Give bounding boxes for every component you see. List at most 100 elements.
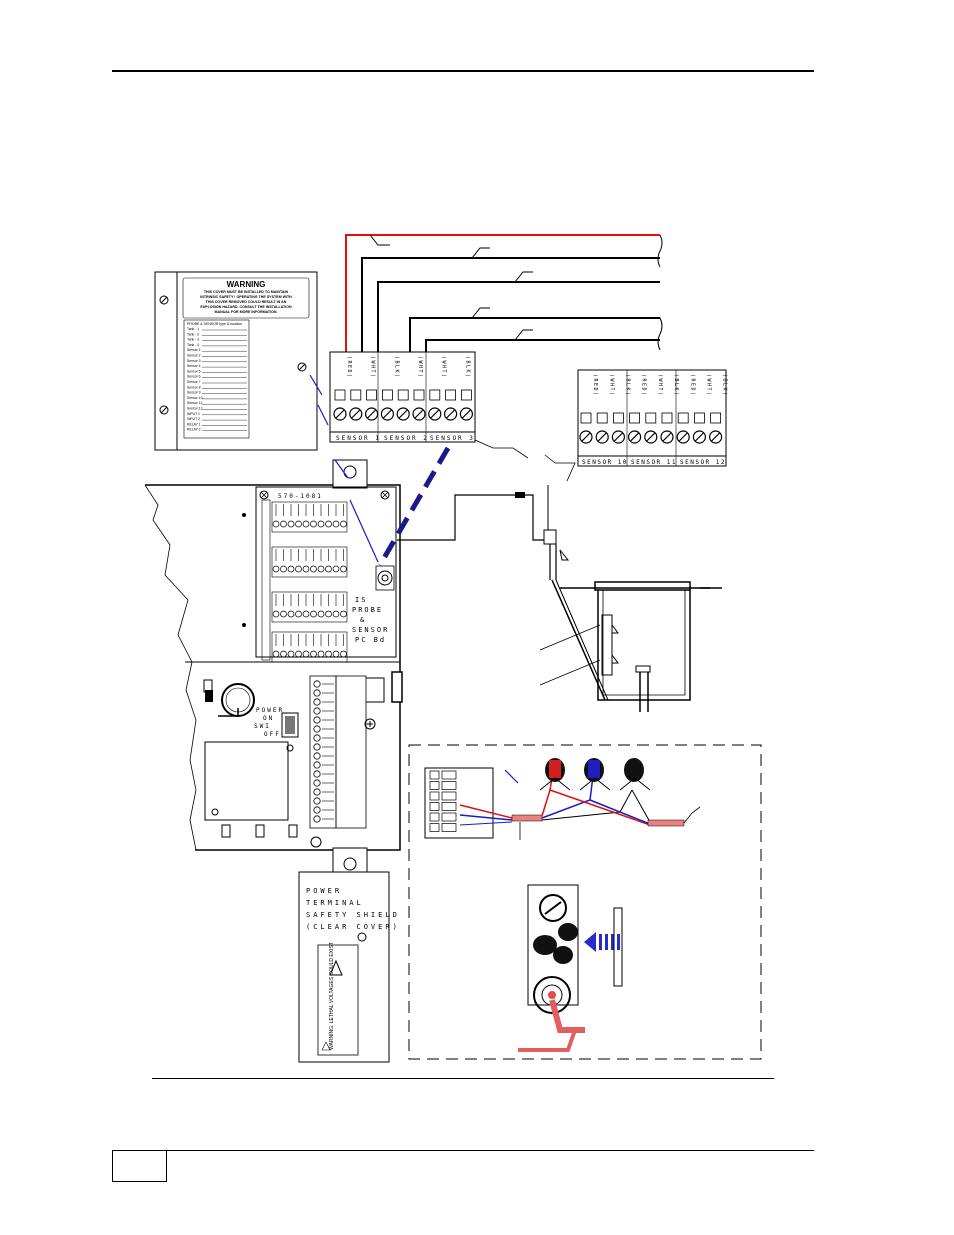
warning-line: INTRINSIC SAFETY ! OPERATING THE SYSTEM …	[200, 295, 292, 299]
terminal-screw-icon	[313, 734, 321, 742]
wire-color-label: (BLK)	[673, 374, 679, 397]
terminal-screw-icon	[313, 698, 321, 706]
probe-terminal-rows	[271, 501, 348, 663]
terminal-screw-slot	[351, 409, 361, 419]
terminal-clamp	[441, 812, 457, 822]
sensor-terminal-block-right: (RED)(WHT)(BLK)(RED)(WHT)(BLK)(RED)(WHT)…	[544, 369, 728, 482]
terminal-screw-icon	[325, 520, 332, 528]
table-row-label: Sensor 10	[187, 396, 203, 400]
terminal-clamp	[429, 812, 440, 822]
terminal-clamp	[429, 823, 440, 832]
terminal-screw-slot	[335, 409, 345, 419]
terminal-screw-icon	[340, 565, 347, 573]
terminal-row	[271, 591, 348, 623]
table-row-label: Tank - 3	[187, 338, 199, 342]
terminal-screw-icon	[396, 407, 410, 421]
figure-rule	[152, 1078, 774, 1079]
terminal-screw-slot	[597, 432, 607, 442]
terminal-row	[271, 546, 348, 578]
table-row-label: Tank - 1	[187, 327, 199, 331]
terminal-screw-icon	[313, 752, 321, 760]
terminal-screw-icon	[302, 565, 310, 573]
terminal-clamp	[645, 412, 657, 424]
terminal-clamp	[694, 412, 705, 424]
console-enclosure: 570-1081 IS PROBE & SENSOR PC Bd POWER O…	[144, 459, 525, 877]
terminal-screw-slot	[694, 432, 704, 442]
wire-color-label: (RED)	[641, 374, 647, 397]
terminal-screw-icon	[325, 610, 332, 618]
terminal-screw-icon	[287, 520, 295, 528]
table-row-label: Tank - 2	[187, 332, 199, 336]
terminal-screw-icon	[313, 788, 321, 796]
power-cover-warning: WARNING: LETHAL VOLTAGES COULD EXIST	[329, 942, 335, 1050]
terminal-screw-slot	[367, 409, 377, 419]
terminal-screw-icon	[272, 610, 280, 618]
terminal-screw-icon	[272, 520, 280, 528]
terminal-clamp	[677, 412, 689, 424]
power-cover-line: POWER	[306, 887, 342, 895]
terminal-clamp	[334, 389, 346, 401]
terminal-screw-icon	[627, 430, 642, 444]
terminal-clamp	[366, 389, 378, 401]
sensor-terminal-block: (RED)(WHT)(BLK)(WHT)(WHT)(BLK) SENSOR 1 …	[329, 351, 529, 459]
wire-color-label: (BLK)	[393, 356, 399, 379]
terminal-screw-icon	[280, 650, 287, 658]
sensor-group-label: SENSOR 2	[384, 435, 429, 442]
wire-color-label: (WHT)	[417, 356, 423, 379]
terminal-screw-icon	[332, 565, 340, 573]
table-row-label: INPUT 1	[187, 412, 200, 416]
power-switch-label: POWER	[256, 707, 284, 714]
terminal-screw-icon	[317, 650, 325, 658]
terminal-clamp	[350, 389, 362, 401]
probe-board-label: &	[360, 616, 366, 624]
terminal-screw-icon	[313, 680, 321, 688]
screw-icon	[377, 570, 393, 586]
terminal-clamp	[429, 791, 440, 801]
terminal-clamp	[460, 389, 472, 401]
terminal-clamp	[445, 389, 457, 401]
terminal-screw-slot	[581, 432, 591, 442]
battery-icon	[218, 683, 255, 717]
probe-board-label: IS	[355, 596, 367, 604]
terminal-screw-icon	[317, 610, 325, 618]
terminal-clamp	[661, 412, 673, 424]
terminal-clamp	[381, 389, 393, 401]
terminal-clamp	[397, 389, 409, 401]
warning-line: MANUAL FOR MORE INFORMATION.	[215, 310, 278, 314]
wire-color-label: (RED)	[592, 374, 598, 397]
sensor-group-label: SENSOR 3	[430, 435, 475, 442]
wiring-detail-inset	[408, 744, 762, 1060]
screw-icon	[380, 490, 390, 500]
terminal-screw-icon	[302, 650, 310, 658]
terminal-clamp	[629, 412, 640, 424]
terminal-screw-icon	[280, 520, 287, 528]
wire-color-label: (WHT)	[608, 374, 614, 397]
terminal-screw-icon	[676, 430, 690, 444]
terminal-screw-icon	[340, 610, 347, 618]
terminal-screw-icon	[317, 565, 325, 573]
table-row-label: RELAY 1	[187, 422, 201, 426]
terminal-screw-slot	[630, 432, 640, 442]
power-terminal-cover: POWER TERMINAL SAFETY SHIELD (CLEAR COVE…	[298, 871, 397, 1063]
terminal-screw-slot	[461, 409, 471, 419]
terminal-screw-icon	[660, 430, 674, 444]
wire-color-label: (BLK)	[464, 356, 470, 379]
table-row-label: RELAY 2	[187, 428, 201, 432]
screw-icon	[259, 490, 269, 500]
terminal-row	[271, 631, 348, 663]
power-cover-line: TERMINAL	[306, 899, 364, 907]
terminal-screw-icon	[595, 430, 609, 444]
warning-line: THIS COVER MUST BE INSTALLED TO MAINTAIN	[204, 290, 289, 294]
terminal-screw-icon	[295, 610, 302, 618]
terminal-clamp	[429, 781, 440, 790]
table-row-label: Sensor 9	[187, 391, 201, 395]
terminal-screw-slot	[446, 409, 456, 419]
power-switch-label: ON	[263, 715, 274, 722]
table-row-label: Sensor 11	[187, 401, 202, 405]
table-row-label: Sensor 2	[187, 354, 201, 358]
terminal-clamp	[413, 389, 425, 401]
terminal-screw-icon	[340, 520, 347, 528]
terminal-screw-icon	[380, 407, 394, 421]
wire-color-label: (WHT)	[370, 356, 376, 379]
